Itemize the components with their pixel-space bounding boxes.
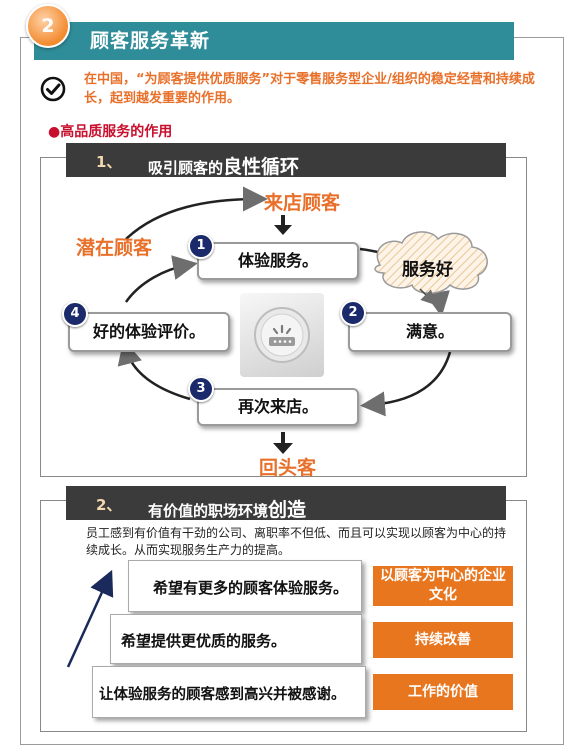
center-emblem bbox=[240, 293, 324, 377]
step-3-label: 让体验服务的顾客感到高兴并被感谢。 bbox=[99, 687, 346, 703]
down-arrow-bottom bbox=[273, 432, 293, 454]
arc-node3-to-node4 bbox=[117, 339, 191, 401]
down-arrow-top bbox=[274, 215, 292, 235]
node-3-number: 3 bbox=[188, 376, 214, 402]
section-1-title: 吸引顾客的良性循环 bbox=[148, 152, 299, 179]
tag-continuous-improvement: 持续改善 bbox=[373, 622, 513, 658]
section-1-bar: 1、 吸引顾客的良性循环 bbox=[66, 143, 506, 179]
step-1-label: 希望有更多的顾客体验服务。 bbox=[153, 579, 349, 597]
label-good-service: 服务好 bbox=[402, 260, 453, 280]
intro-text: 在中国，“为顾客提供优质服务”对于零售服务型企业/组织的稳定经营和持续成长，起到… bbox=[84, 72, 535, 106]
cloud-pointer bbox=[419, 288, 437, 306]
node-4-label: 好的体验评价。 bbox=[92, 322, 205, 341]
section-2-description: 员工感到有价值有干劲的公司、离职率不但低、而且可以实现以顾客为中心的持续成长。从… bbox=[86, 526, 507, 557]
section-1-title-prefix: 吸引顾客的 bbox=[148, 159, 224, 177]
node-revisit: 再次来店。 bbox=[197, 388, 359, 426]
node-3-label: 再次来店。 bbox=[237, 397, 318, 416]
label-potential-customers: 潜在顾客 bbox=[76, 237, 153, 259]
section-2-title-big: 创造 bbox=[268, 499, 307, 521]
label-store-visitors: 来店顾客 bbox=[264, 192, 341, 214]
tag-customer-culture: 以顾客为中心的企业文化 bbox=[373, 566, 513, 606]
arc-node2-to-node3 bbox=[360, 351, 452, 417]
service-bell-icon bbox=[254, 307, 310, 363]
node-experience-service: 体验服务。 bbox=[197, 242, 359, 280]
header-bar bbox=[34, 22, 514, 60]
arc-top-left bbox=[125, 186, 268, 240]
node-4-number: 4 bbox=[62, 301, 88, 327]
page-title: 顾客服务革新 bbox=[90, 30, 211, 52]
arc-left-to-node1 bbox=[124, 255, 198, 303]
step-more-customers: 希望有更多的顾客体验服务。 bbox=[128, 560, 362, 612]
section-2-bar: 2、 有价值的职场环境创造 bbox=[66, 486, 506, 522]
node-2-number: 2 bbox=[340, 300, 366, 326]
section-2-title-prefix: 有价值的职场环境 bbox=[148, 502, 269, 520]
label-returning-customers: 回头客 bbox=[259, 457, 317, 479]
node-good-review: 好的体验评价。 bbox=[68, 312, 230, 352]
section-2-title: 有价值的职场环境创造 bbox=[148, 495, 306, 522]
node-1-number: 1 bbox=[188, 233, 214, 259]
section-1-number: 1、 bbox=[96, 153, 122, 171]
rising-arrow bbox=[66, 569, 114, 668]
node-satisfied: 满意。 bbox=[348, 312, 512, 352]
section-1-title-big: 良性循环 bbox=[223, 156, 300, 178]
bullet-heading: ●高品质服务的作用 bbox=[48, 124, 173, 140]
section-2-number: 2、 bbox=[96, 496, 122, 514]
section-badge: 2 bbox=[26, 4, 70, 48]
node-2-label: 满意。 bbox=[405, 322, 454, 341]
cycle-arrows bbox=[117, 186, 488, 454]
step-customer-gratitude: 让体验服务的顾客感到高兴并被感谢。 bbox=[92, 666, 366, 718]
tag-work-value: 工作的价值 bbox=[373, 674, 513, 710]
step-better-service: 希望提供更优质的服务。 bbox=[110, 614, 362, 664]
cloud-shape bbox=[374, 231, 488, 294]
check-circle-icon bbox=[40, 76, 66, 102]
node-1-label: 体验服务。 bbox=[237, 251, 318, 270]
step-2-label: 希望提供更优质的服务。 bbox=[121, 632, 287, 650]
